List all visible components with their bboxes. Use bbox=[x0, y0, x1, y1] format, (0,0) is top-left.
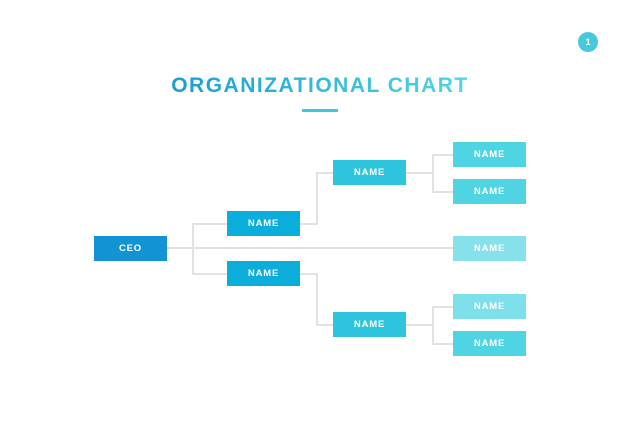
connector-lead-bottom-in bbox=[316, 324, 333, 326]
org-node-lead-bottom: NAME bbox=[333, 312, 406, 337]
org-node-member-3: NAME bbox=[453, 236, 526, 261]
connector-lead-top-out bbox=[405, 172, 434, 174]
org-node-member-5: NAME bbox=[453, 331, 526, 356]
org-node-lead-top: NAME bbox=[333, 160, 406, 185]
connector-manager-top-out bbox=[300, 223, 318, 225]
org-node-member-1: NAME bbox=[453, 142, 526, 167]
connector-lead-bottom-out bbox=[405, 324, 434, 326]
connector-member-5-in bbox=[432, 343, 453, 345]
connector-members-bottom-trunk bbox=[432, 306, 434, 345]
connector-ceo-to-member-3 bbox=[167, 247, 453, 249]
connector-member-4-in bbox=[432, 306, 453, 308]
org-node-manager-bottom: NAME bbox=[227, 261, 300, 286]
connector-manager-top-in bbox=[192, 223, 227, 225]
connector-manager-bottom-out bbox=[300, 273, 318, 275]
connector-manager-bottom-in bbox=[192, 273, 227, 275]
connector-lead-bottom-riser bbox=[316, 273, 318, 326]
org-node-member-4: NAME bbox=[453, 294, 526, 319]
org-node-ceo: CEO bbox=[94, 236, 167, 261]
page-number: 1 bbox=[585, 37, 591, 47]
org-node-member-2: NAME bbox=[453, 179, 526, 204]
connector-lead-top-riser bbox=[316, 172, 318, 225]
connector-ceo-trunk bbox=[192, 223, 194, 275]
org-node-manager-top: NAME bbox=[227, 211, 300, 236]
connector-member-2-in bbox=[432, 191, 453, 193]
connector-member-1-in bbox=[432, 154, 453, 156]
title-wrap: ORGANIZATIONAL CHART bbox=[0, 74, 640, 98]
page-title: ORGANIZATIONAL CHART bbox=[171, 74, 469, 97]
title-underline bbox=[302, 109, 338, 112]
page-number-badge: 1 bbox=[578, 32, 598, 52]
connector-members-top-trunk bbox=[432, 154, 434, 193]
connector-lead-top-in bbox=[316, 172, 333, 174]
